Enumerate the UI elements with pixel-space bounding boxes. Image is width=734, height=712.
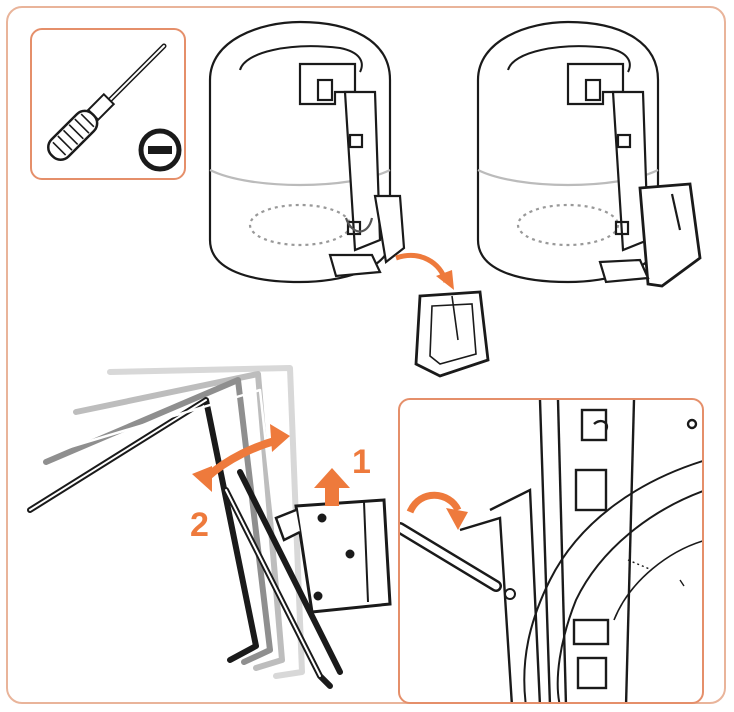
flat-head-icon [138, 128, 182, 172]
screwdriver-icon [47, 43, 167, 161]
pry-arrow [406, 491, 462, 514]
tool-panel [30, 28, 186, 180]
step-2-label: 2 [190, 506, 209, 544]
screwdriver-tip [400, 522, 516, 600]
detail-illustration [400, 400, 702, 702]
detail-panel [398, 398, 704, 704]
step-1-label: 1 [352, 443, 371, 481]
